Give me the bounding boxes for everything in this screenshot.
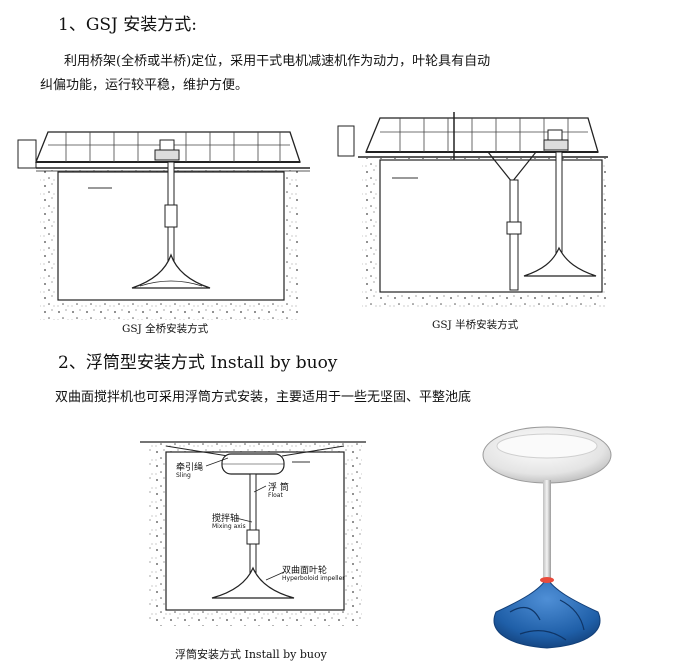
label-sling-cn: 牵引绳 <box>176 463 204 473</box>
section1-desc-line2: 纠偏功能，运行较平稳，维护方便。 <box>40 78 249 93</box>
section1-desc-line1: 利用桥架(全桥或半桥)定位，采用干式电机减速机作为动力，叶轮具有自动 <box>64 54 491 69</box>
buoy-install-drawing <box>140 440 366 626</box>
section2-desc: 双曲面搅拌机也可采用浮筒方式安装，主要适用于一些无坚固、平整池底 <box>55 390 472 405</box>
caption-full-bridge: GSJ 全桥安装方式 <box>122 323 209 335</box>
label-impeller-cn: 双曲面叶轮 <box>282 566 328 576</box>
label-impeller-en: Hyperboloid impeller <box>282 575 345 582</box>
label-shaft-en: Mixing axis <box>212 523 246 530</box>
label-float-en: Float <box>268 492 283 499</box>
caption-buoy: 浮筒安装方式 Install by buoy <box>175 648 327 661</box>
label-shaft-cn: 搅拌轴 <box>212 514 240 524</box>
label-sling-en: Sling <box>176 472 191 479</box>
half-bridge-drawing <box>337 112 608 308</box>
full-bridge-drawing <box>17 131 310 320</box>
caption-half-bridge: GSJ 半桥安装方式 <box>432 319 519 331</box>
buoy-mixer-photo <box>482 426 612 649</box>
section2-heading: 2、浮筒型安装方式 Install by buoy <box>58 353 338 373</box>
section1-heading: 1、GSJ 安装方式: <box>58 15 197 35</box>
label-float-cn: 浮 筒 <box>268 483 289 493</box>
